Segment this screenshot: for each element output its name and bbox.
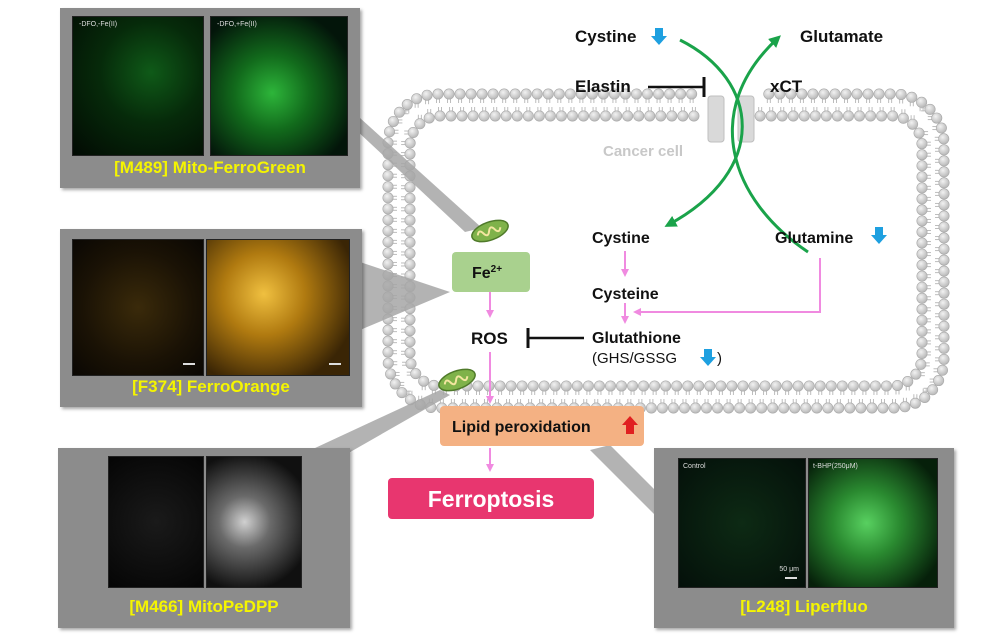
glutathione-label: Glutathione (592, 330, 681, 347)
micrograph-caption: t-BHP(250μM) (813, 463, 858, 470)
inhibition-icon (648, 77, 706, 97)
cell-membrane (382, 88, 950, 414)
mitochondrion-icon (438, 368, 476, 392)
micrograph-caption: Control (683, 463, 706, 470)
cystine-in-label: Cystine (592, 230, 650, 247)
micrograph-liperfluo-left: Control 50 μm (678, 458, 806, 588)
cystine-import-arrow (664, 38, 744, 227)
scale-bar (785, 577, 797, 579)
micrograph-mitopedpp-right (206, 456, 302, 588)
glutathione-ratio-label: (GHS/GSSG (592, 350, 677, 367)
cell-label: Cancer cell (603, 143, 683, 160)
scale-bar (183, 363, 195, 365)
mitochondrion-icon (471, 219, 509, 243)
xct-label: xCT (770, 77, 803, 96)
iron-label: Fe2+ (472, 264, 502, 282)
callout-beams (300, 115, 660, 520)
ferroptosis-box (388, 478, 594, 519)
ferroptosis-label: Ferroptosis (428, 486, 555, 512)
product-title: [M489] Mito-FerroGreen (114, 158, 306, 177)
elastin-label: Elastin (575, 77, 631, 96)
glutamate-out-label: Glutamate (800, 27, 883, 46)
down-arrow-icon (651, 28, 667, 45)
product-panel-mitopedpp: [M466] MitoPeDPP (58, 448, 350, 628)
product-title: [M466] MitoPeDPP (129, 597, 279, 616)
micrograph-ferrogreen-left: -DFO,-Fe(II) (72, 16, 204, 156)
inhibition-icon (526, 328, 584, 348)
up-arrow-icon (622, 416, 638, 434)
scale-bar (329, 363, 341, 365)
micrograph-ferroorange-right (206, 239, 350, 376)
micrograph-caption: -DFO,+Fe(II) (217, 21, 257, 28)
micrograph-caption: -DFO,-Fe(II) (79, 21, 118, 28)
micrograph-mitopedpp-left (108, 456, 204, 588)
scale-label: 50 μm (779, 566, 799, 573)
down-arrow-icon (871, 227, 887, 244)
cystine-out-label: Cystine (575, 27, 636, 46)
glutathione-ratio-close: ) (717, 350, 722, 367)
iron-box (452, 252, 530, 292)
ros-label: ROS (471, 329, 508, 348)
product-title: [F374] FerroOrange (132, 377, 290, 396)
product-panel-liperfluo: Control 50 μm t-BHP(250μM) [L248] Liperf… (654, 448, 954, 628)
glutamine-label: Glutamine (775, 230, 853, 247)
cysteine-label: Cysteine (592, 286, 659, 303)
micrograph-ferrogreen-right: -DFO,+Fe(II) (210, 16, 348, 156)
micrograph-ferroorange-left (72, 239, 204, 376)
lipid-peroxidation-label: Lipid peroxidation (452, 419, 591, 436)
product-panel-ferroorange: [F374] FerroOrange (60, 229, 362, 407)
pathway-flow-arrows (486, 251, 821, 472)
down-arrow-icon (700, 349, 716, 366)
product-title: [L248] Liperfluo (740, 597, 868, 616)
lipid-peroxidation-box (440, 406, 644, 446)
product-panel-mito-ferrogreen: -DFO,-Fe(II) -DFO,+Fe(II) [M489] Mito-Fe… (60, 8, 360, 188)
micrograph-liperfluo-right: t-BHP(250μM) (808, 458, 938, 588)
glutamate-export-arrow (730, 35, 809, 254)
